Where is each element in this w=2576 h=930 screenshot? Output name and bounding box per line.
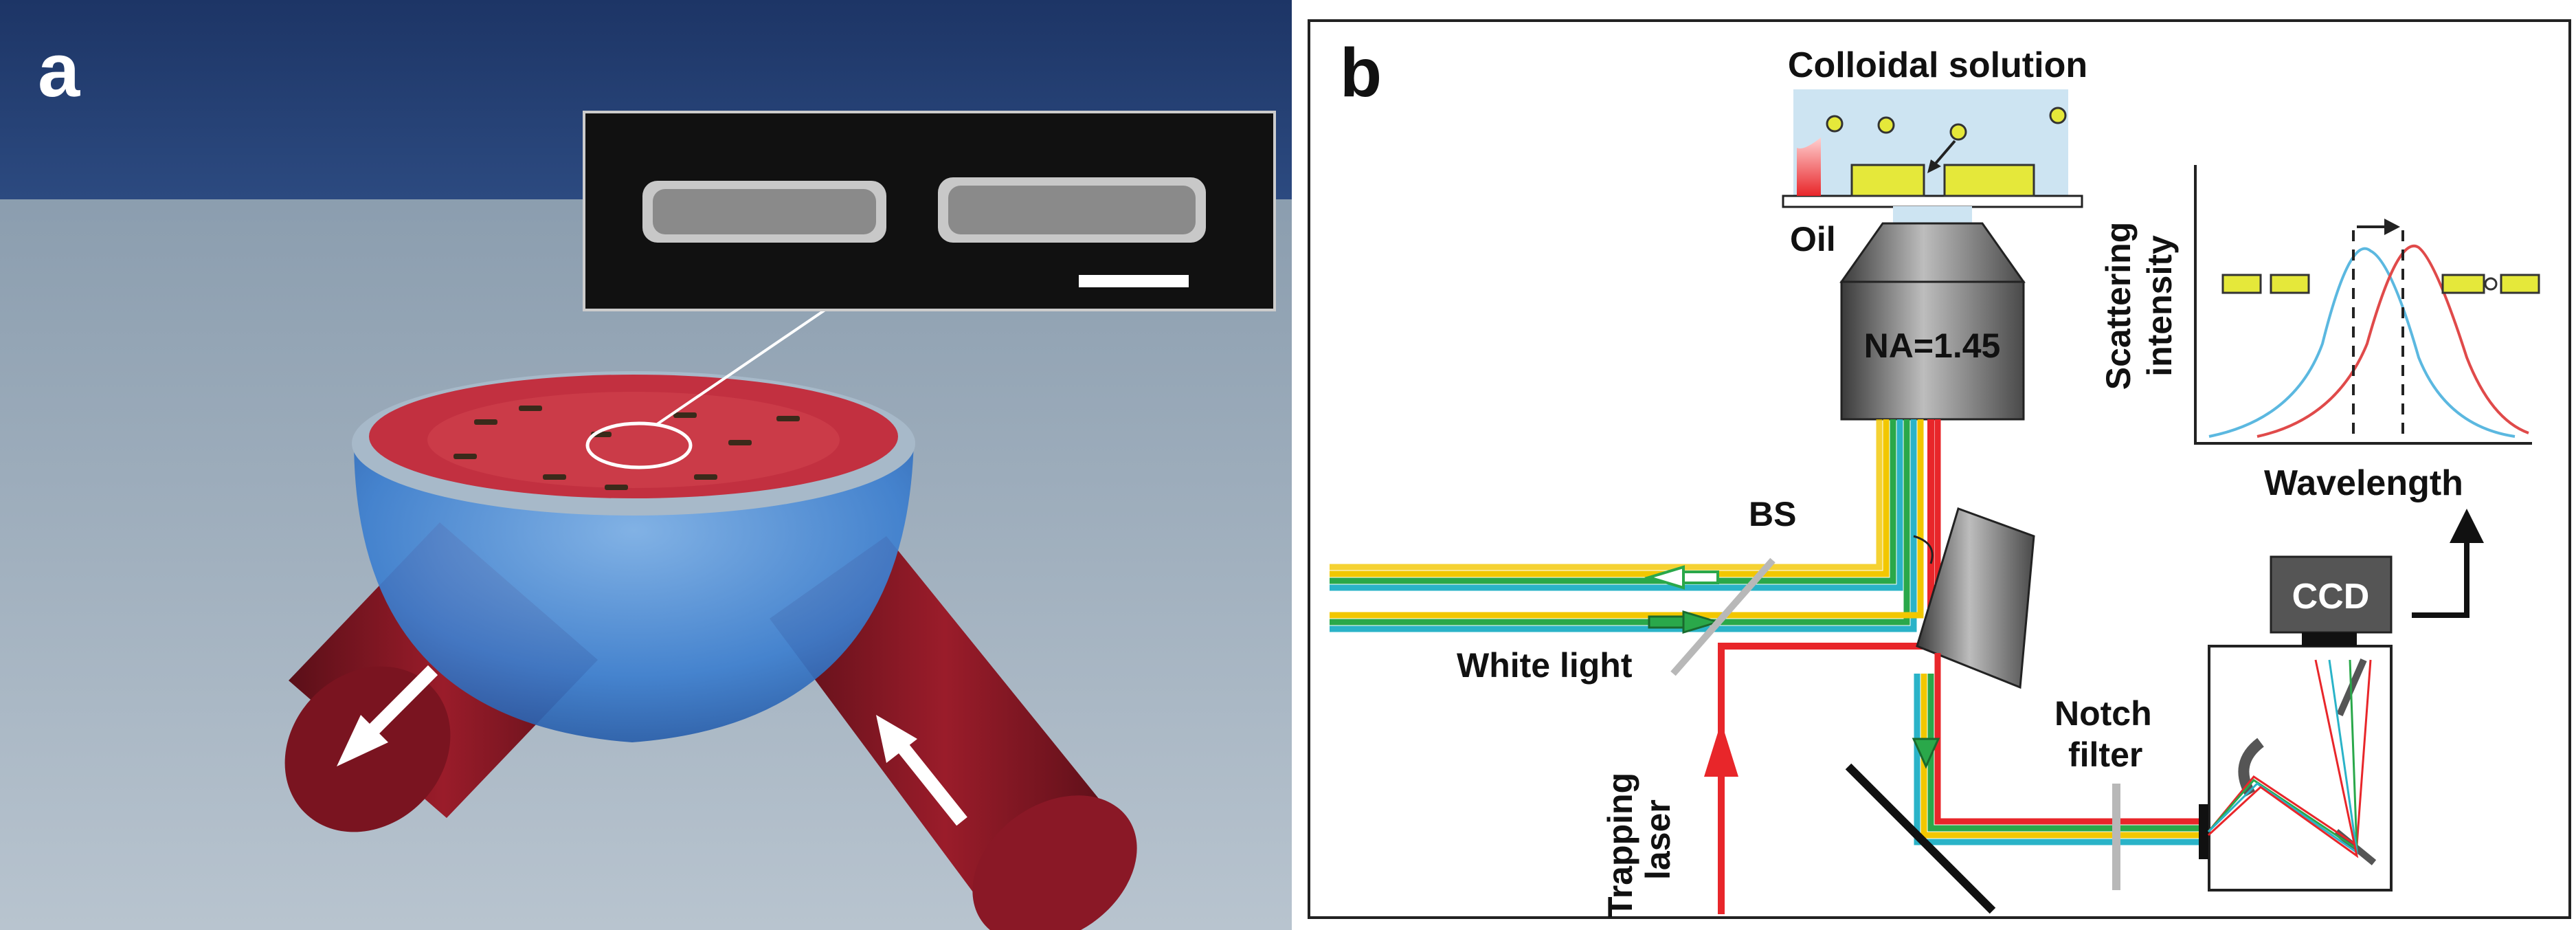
panel-a: a: [0, 0, 1292, 930]
zoom-leader-line: [655, 307, 829, 426]
signal-down-arrow: [1912, 738, 1940, 769]
rod-pair-icon-right: [2441, 274, 2485, 294]
sem-inset: [583, 111, 1276, 311]
signal-beam-down: [1914, 653, 2199, 845]
ccd-label: CCD: [2292, 577, 2370, 617]
panel-b: b Colloidal solution Oil NA=1.45: [1308, 19, 2571, 919]
plot-ylabel-2: intensity: [2140, 235, 2179, 377]
panel-b-label: b: [1340, 34, 1382, 111]
beam-out-arrow: [337, 665, 438, 766]
panel-a-label: a: [38, 28, 80, 113]
ccd-camera: CCD: [2270, 509, 2484, 646]
zoom-circle: [585, 421, 693, 469]
objective-lens: NA=1.45: [1839, 206, 2026, 421]
numerical-aperture-label: NA=1.45: [1864, 326, 2001, 365]
spectrum-curve-before: [2208, 247, 2516, 438]
scale-bar: [1079, 275, 1189, 287]
plot-ylabel-1: Scattering: [2099, 222, 2138, 390]
spectrometer: [2199, 645, 2393, 892]
notch-filter-label-1: Notch: [2054, 694, 2152, 733]
nanoparticle: [1826, 115, 1844, 133]
spectrum-plot: Scattering intensity Wavelength: [2099, 165, 2540, 503]
trapping-laser-label-2: laser: [1639, 799, 1677, 880]
ccd-output-arrow: [2412, 536, 2469, 618]
folding-mirror: [1845, 763, 1996, 914]
evanescent-field: [1797, 137, 1821, 196]
trapping-laser-label-1: Trapping: [1601, 773, 1639, 918]
white-light-beam: [1330, 419, 1924, 632]
trapping-laser-arrow: [1704, 722, 1738, 777]
nanoparticle: [1949, 123, 1967, 141]
white-light-direction-arrows: [1644, 565, 1722, 634]
beam-in-arrow: [876, 715, 967, 826]
plot-xlabel: Wavelength: [2264, 463, 2463, 503]
nanorod-left: [1850, 164, 1925, 197]
entrance-slit: [2199, 804, 2208, 859]
notch-filter-label-2: filter: [2068, 735, 2142, 774]
nanoparticle: [1877, 116, 1895, 134]
dichroic-mirror-block: [1913, 507, 2035, 689]
oil-label: Oil: [1790, 220, 1836, 258]
colloidal-solution-label: Colloidal solution: [1788, 45, 2087, 85]
plot-axes: [2194, 165, 2532, 445]
bs-label: BS: [1749, 495, 1796, 533]
white-light-label: White light: [1457, 646, 1633, 685]
beam-splitter: BS: [1670, 495, 1796, 676]
trapping-arrow: [1933, 140, 1956, 166]
rod-pair-icon-left: [2221, 274, 2262, 294]
notch-filter: Notch filter: [2054, 694, 2152, 890]
spectrum-curve-after: [2256, 244, 2529, 438]
hemispherical-lens: [352, 371, 915, 742]
nanoparticle: [2049, 107, 2067, 124]
spectrometer-rays: [2207, 659, 2372, 859]
trapping-laser-beam: Trapping laser: [1601, 419, 1941, 918]
sample-chamber: Colloidal solution Oil: [1782, 45, 2087, 258]
nanorod-right: [1943, 164, 2035, 197]
